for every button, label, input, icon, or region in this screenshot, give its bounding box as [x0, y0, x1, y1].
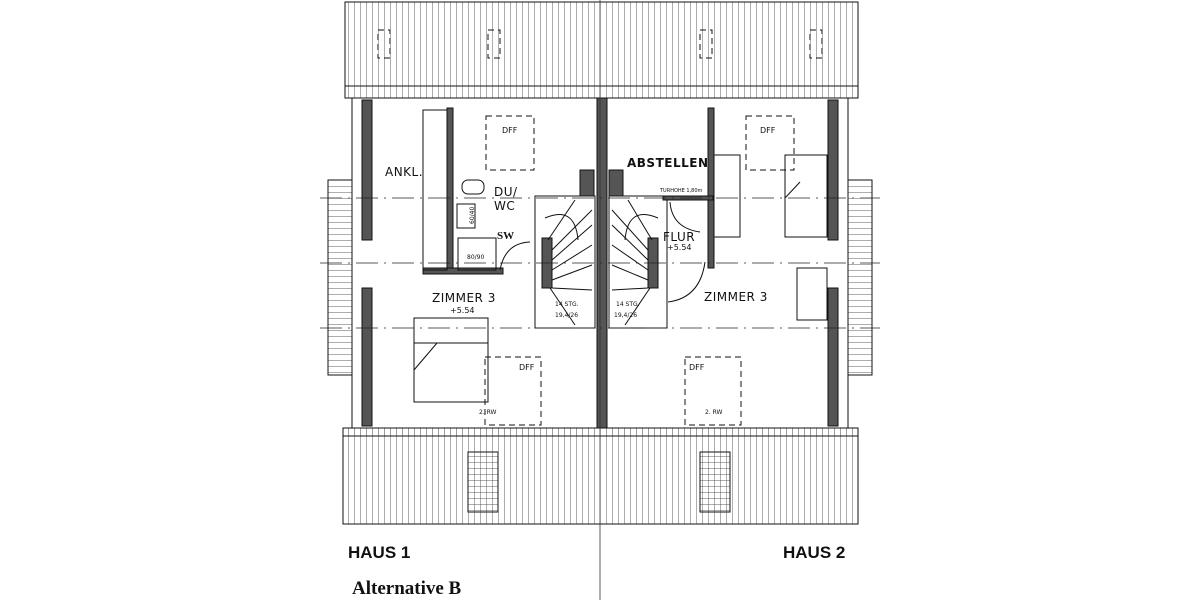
level-haus1: +5.54: [450, 306, 475, 315]
room-wc: WC: [494, 199, 515, 213]
dormer-right: [847, 179, 873, 376]
basin-size: 60/40: [469, 207, 476, 224]
caption-alternative: Alternative B: [352, 578, 462, 599]
roof-windows: [484, 115, 795, 426]
title-haus-1: HAUS 1: [348, 543, 410, 562]
doors: [499, 201, 706, 303]
roof-bottom: [342, 427, 859, 525]
dormer-left: [327, 179, 353, 376]
room-zimmer-3-haus1: ZIMMER 3: [432, 291, 496, 305]
stairs-dim-haus1: 19,4/26: [555, 312, 578, 319]
stairs-count-haus2: 14 STG.: [616, 301, 640, 308]
shower-size: 80/90: [467, 254, 484, 261]
rw-haus1: 2. RW: [479, 409, 497, 416]
dff-top-haus1: DFF: [502, 126, 518, 135]
roof-top: [344, 1, 859, 99]
stairs: [544, 199, 659, 326]
room-flur: FLUR: [663, 230, 695, 244]
stairs-count-haus1: 14 STG.: [555, 301, 579, 308]
room-ankl: ANKL.: [385, 165, 423, 179]
rw-haus2: 2. RW: [705, 409, 723, 416]
room-zimmer-3-haus2: ZIMMER 3: [704, 290, 768, 304]
title-haus-2: HAUS 2: [783, 543, 845, 562]
furniture: [413, 109, 828, 403]
room-du: DU/: [494, 185, 518, 199]
dff-bottom-haus2: DFF: [689, 363, 705, 372]
label-sw: SW: [497, 230, 514, 242]
door-height: TURHOHE 1,80m: [659, 188, 703, 194]
dff-top-haus2: DFF: [760, 126, 776, 135]
level-haus2: +5.54: [667, 243, 692, 252]
dff-bottom-haus1: DFF: [519, 363, 535, 372]
room-abstellen: ABSTELLEN: [627, 156, 709, 170]
stairs-dim-haus2: 19,4/26: [614, 312, 637, 319]
